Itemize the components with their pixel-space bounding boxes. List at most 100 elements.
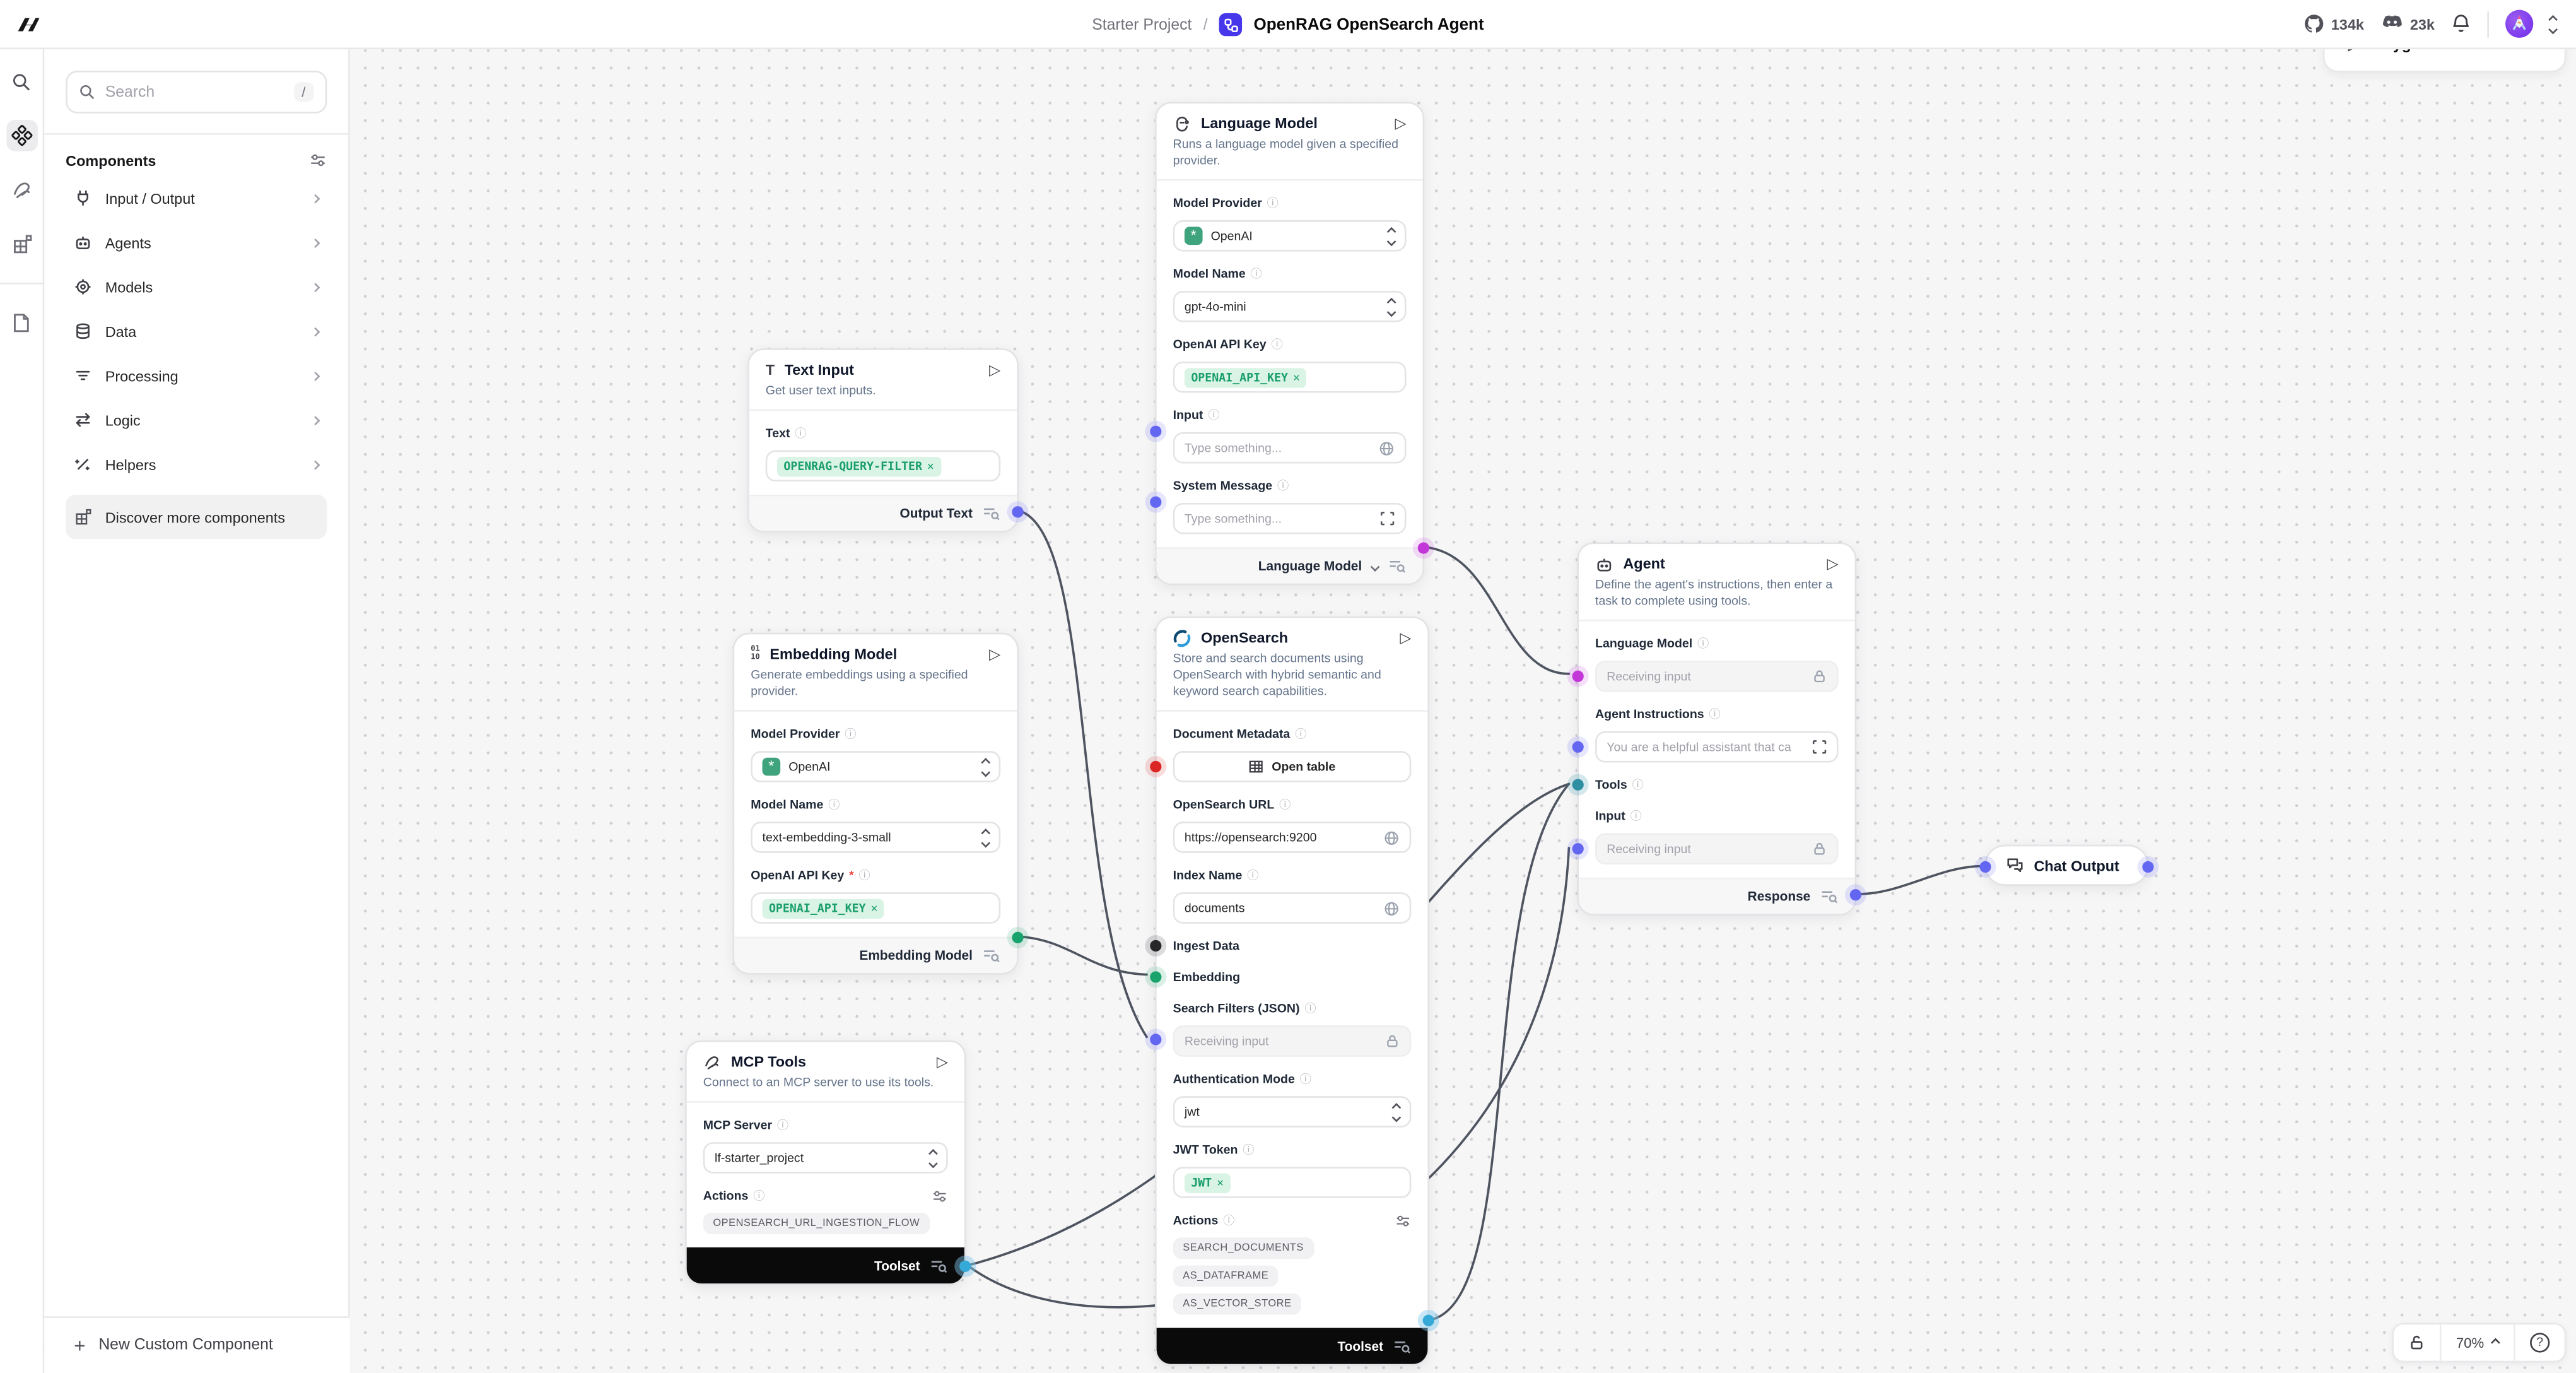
jwt-token-input[interactable]: JWT× — [1173, 1167, 1412, 1198]
globe-icon[interactable] — [1383, 900, 1400, 916]
run-node-icon[interactable]: ▷ — [1827, 555, 1839, 572]
port-lm-output[interactable] — [1417, 542, 1429, 554]
port-chat-output-output[interactable] — [2142, 861, 2154, 873]
zoom-level-control[interactable]: 70% — [2439, 1323, 2514, 1360]
lock-canvas-button[interactable] — [2394, 1324, 2440, 1360]
action-chip[interactable]: AS_DATAFRAME — [1173, 1265, 1279, 1287]
text-value-input[interactable]: OPENRAG-QUERY-FILTER× — [765, 450, 1001, 482]
port-toolset-output[interactable] — [1422, 1314, 1434, 1326]
actions-sliders-icon[interactable] — [1395, 1212, 1411, 1229]
sidebar-item-processing[interactable]: Processing — [66, 353, 327, 398]
port-toolset-output[interactable] — [959, 1260, 971, 1272]
port-output-text[interactable] — [1012, 506, 1024, 518]
port-agent-response[interactable] — [1849, 889, 1862, 901]
github-stars[interactable]: 134k — [2303, 13, 2364, 35]
account-menu-chevrons-icon[interactable] — [2548, 14, 2558, 33]
sidebar-item-data[interactable]: Data — [66, 309, 327, 353]
port-document-metadata[interactable] — [1150, 760, 1162, 773]
rail-blocks-icon[interactable] — [6, 228, 37, 259]
index-name-input[interactable]: documents — [1173, 892, 1412, 924]
model-provider-select[interactable]: * OpenAI — [1173, 220, 1407, 252]
edge-opensearch-toolset-to-agent-tools[interactable] — [1429, 782, 1571, 1321]
sidebar-item-input-output[interactable]: Input / Output — [66, 176, 327, 220]
remove-tag-icon[interactable]: × — [1292, 370, 1300, 384]
port-embedding-input[interactable] — [1150, 971, 1162, 983]
inspect-output-icon[interactable] — [1393, 1338, 1412, 1353]
discord-count[interactable]: 23k — [2380, 15, 2435, 33]
port-embedding-output[interactable] — [1012, 931, 1024, 944]
inspect-output-icon[interactable] — [1820, 889, 1839, 904]
run-node-icon[interactable]: ▷ — [989, 645, 1001, 662]
node-mcp-tools[interactable]: MCP Tools ▷ Connect to an MCP server to … — [685, 1040, 971, 1285]
rail-search-icon[interactable] — [6, 66, 37, 97]
flow-canvas[interactable] — [349, 49, 2576, 1373]
agent-instructions-field[interactable]: You are a helpful assistant that ca — [1595, 731, 1839, 763]
action-chip[interactable]: SEARCH_DOCUMENTS — [1173, 1237, 1314, 1259]
inspect-output-icon[interactable] — [983, 948, 1001, 963]
mcp-server-select[interactable]: lf-starter_project — [703, 1142, 948, 1174]
sidebar-item-models[interactable]: Models — [66, 264, 327, 309]
globe-icon[interactable] — [1378, 440, 1395, 456]
run-node-icon[interactable]: ▷ — [989, 360, 1001, 377]
port-lm-system-message[interactable] — [1150, 496, 1162, 508]
expand-icon[interactable] — [1812, 740, 1827, 754]
node-text-input[interactable]: T Text Input ▷ Get user text inputs. Tex… — [747, 348, 1024, 533]
port-search-filters[interactable] — [1150, 1034, 1162, 1046]
edge-embedding-to-opensearch-embedding[interactable] — [1019, 935, 1148, 976]
inspect-output-icon[interactable] — [983, 506, 1001, 521]
edge-agent-response-to-chatoutput[interactable] — [1856, 864, 1984, 895]
avatar[interactable] — [2505, 9, 2534, 38]
remove-tag-icon[interactable]: × — [927, 459, 934, 473]
global-variable-tag[interactable]: JWT× — [1184, 1172, 1231, 1193]
port-agent-input[interactable] — [1572, 843, 1584, 855]
inspect-output-icon[interactable] — [930, 1258, 948, 1273]
help-button[interactable]: ? — [2514, 1323, 2565, 1360]
breadcrumb-project[interactable]: Starter Project — [1092, 15, 1192, 34]
api-key-input[interactable]: OPENAI_API_KEY× — [751, 892, 1001, 924]
search-input[interactable]: Search / — [66, 70, 327, 114]
filter-sliders-icon[interactable] — [309, 151, 327, 170]
sidebar-item-agents[interactable]: Agents — [66, 220, 327, 264]
remove-tag-icon[interactable]: × — [1217, 1176, 1224, 1189]
sidebar-item-helpers[interactable]: Helpers — [66, 442, 327, 486]
run-node-icon[interactable]: ▷ — [936, 1052, 948, 1070]
rail-components-icon[interactable] — [6, 120, 37, 151]
port-agent-instructions[interactable] — [1572, 741, 1584, 753]
output-chevron-icon[interactable] — [1370, 561, 1380, 571]
run-node-icon[interactable]: ▷ — [1400, 628, 1412, 645]
notifications-bell-icon[interactable] — [2451, 13, 2471, 35]
action-chip[interactable]: OPENSEARCH_URL_INGESTION_FLOW — [703, 1213, 930, 1235]
input-field[interactable]: Type something... — [1173, 432, 1407, 464]
global-variable-tag[interactable]: OPENAI_API_KEY× — [1184, 367, 1307, 387]
actions-sliders-icon[interactable] — [932, 1187, 948, 1204]
model-provider-select[interactable]: * OpenAI — [751, 751, 1001, 782]
new-custom-component-button[interactable]: + New Custom Component — [44, 1315, 350, 1373]
node-opensearch[interactable]: OpenSearch ▷ Store and search documents … — [1150, 616, 1434, 1366]
node-agent[interactable]: Agent ▷ Define the agent's instructions,… — [1572, 542, 1862, 916]
sidebar-item-discover-more[interactable]: Discover more components — [66, 494, 327, 539]
port-agent-tools[interactable] — [1572, 779, 1584, 791]
langflow-logo-icon[interactable] — [15, 11, 41, 37]
globe-icon[interactable] — [1383, 829, 1400, 846]
edge-languagemodel-to-agent[interactable] — [1424, 546, 1571, 675]
port-chat-output-input[interactable] — [1979, 861, 1991, 873]
remove-tag-icon[interactable]: × — [870, 901, 878, 915]
node-chat-output[interactable]: Chat Output — [1979, 844, 2154, 886]
opensearch-url-input[interactable]: https://opensearch:9200 — [1173, 822, 1412, 853]
api-key-input[interactable]: OPENAI_API_KEY× — [1173, 362, 1407, 393]
rail-notes-icon[interactable] — [6, 307, 37, 338]
model-name-select[interactable]: gpt-4o-mini — [1173, 291, 1407, 322]
expand-icon[interactable] — [1380, 511, 1395, 526]
open-table-button[interactable]: Open table — [1173, 751, 1412, 782]
action-chip[interactable]: AS_VECTOR_STORE — [1173, 1293, 1302, 1315]
run-node-icon[interactable]: ▷ — [1395, 114, 1407, 131]
global-variable-tag[interactable]: OPENRAG-QUERY-FILTER× — [776, 456, 941, 476]
port-lm-input[interactable] — [1150, 425, 1162, 437]
model-name-select[interactable]: text-embedding-3-small — [751, 822, 1001, 853]
auth-mode-select[interactable]: jwt — [1173, 1096, 1412, 1128]
node-language-model[interactable]: Language Model ▷ Runs a language model g… — [1150, 102, 1429, 586]
inspect-output-icon[interactable] — [1388, 559, 1407, 574]
system-message-field[interactable]: Type something... — [1173, 503, 1407, 534]
rail-bundles-icon[interactable] — [6, 174, 37, 205]
